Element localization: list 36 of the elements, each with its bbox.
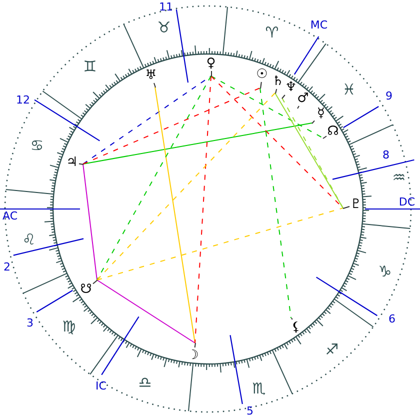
- zodiac-sign-symbol: ♌: [22, 232, 36, 248]
- house-label: 6: [388, 314, 396, 324]
- house-label: 8: [382, 150, 390, 160]
- house-label: 12: [16, 94, 30, 106]
- zodiac-sign-symbol: ♒: [392, 170, 406, 186]
- aspect-line: [96, 92, 276, 280]
- house-label: 2: [4, 262, 10, 272]
- house-label: IC: [96, 380, 106, 392]
- house-label: 9: [386, 90, 392, 102]
- house-label: 11: [159, 2, 173, 12]
- zodiac-sign-symbol: ♉: [157, 20, 171, 36]
- zodiac-sign-symbol: ♑: [378, 264, 392, 280]
- aspect-line: [96, 76, 212, 280]
- aspect-line: [96, 280, 196, 344]
- aspect-line: [154, 86, 196, 344]
- house-label: MC: [310, 20, 328, 30]
- aspect-line: [260, 88, 292, 318]
- aspect-line: [96, 208, 344, 280]
- aspect-line: [82, 122, 312, 164]
- zodiac-sign-symbol: ♏: [252, 382, 266, 396]
- aspect-line: [82, 88, 260, 164]
- aspect-line: [82, 164, 98, 280]
- zodiac-sign-symbol: ♐: [325, 342, 339, 358]
- zodiac-sign-symbol: ♈: [265, 26, 279, 40]
- zodiac-sign-symbol: ♎: [138, 376, 152, 390]
- aspect-line: [210, 76, 324, 138]
- zodiac-sign-symbol: ♊: [83, 60, 97, 74]
- house-label: 5: [246, 406, 254, 416]
- zodiac-sign-symbol: ♋: [30, 138, 44, 154]
- aspect-line: [82, 76, 212, 164]
- zodiac-sign-symbol: ♓: [342, 82, 356, 98]
- house-label: 3: [26, 318, 34, 328]
- house-label: DC: [398, 196, 416, 208]
- aspect-line: [194, 76, 212, 344]
- house-label: AC: [2, 210, 18, 222]
- zodiac-sign-symbol: ♍: [62, 320, 76, 334]
